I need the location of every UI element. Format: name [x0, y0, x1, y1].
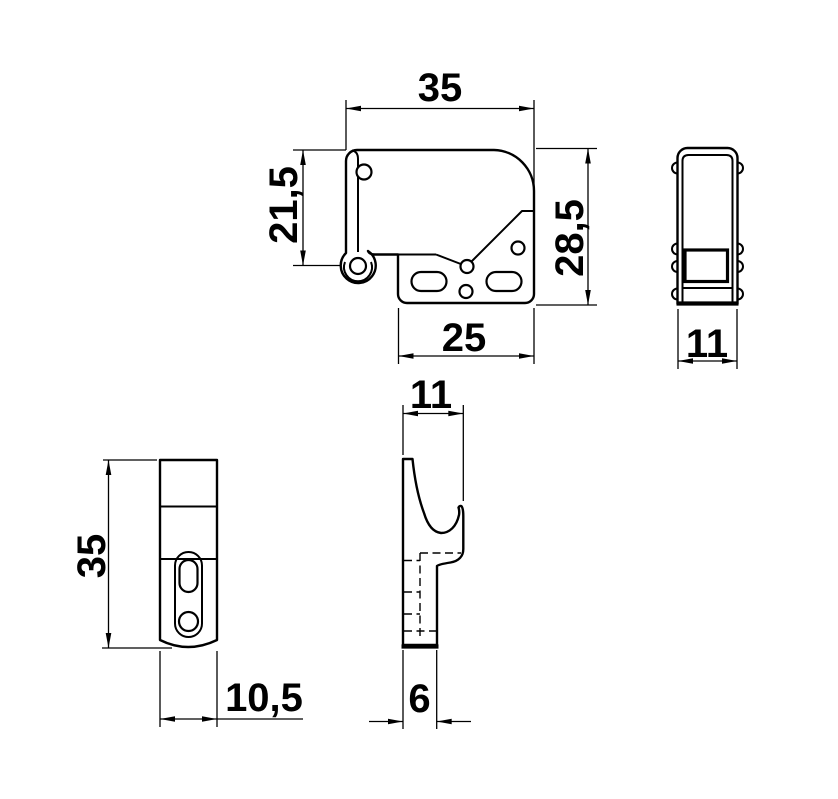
counter-plate-side-view: 11 6	[369, 373, 471, 729]
main-body-outline	[339, 148, 536, 305]
dim-label-main-width-top: 35	[418, 66, 463, 110]
emboss-outline	[174, 551, 203, 638]
side-bump	[737, 161, 744, 175]
dim-plate-side-width: 11	[402, 373, 464, 501]
upper-left-hole	[355, 163, 373, 181]
main-side-view: 35 21,5 28,5 25	[262, 66, 597, 364]
dim-label-main-height-right: 28,5	[548, 199, 592, 277]
roller-rim-arc	[343, 261, 373, 283]
side-bump	[671, 287, 678, 301]
side-bump	[671, 242, 678, 256]
dim-main-height-right: 28,5	[536, 147, 597, 306]
roller-front-face	[683, 248, 730, 284]
dim-label-plate-height: 35	[70, 534, 114, 579]
dim-main-base-width: 25	[397, 308, 535, 364]
side-bump	[671, 260, 678, 273]
plate-slot	[178, 558, 199, 594]
diagonal-edge	[466, 210, 534, 267]
left-mounting-slot	[410, 270, 448, 293]
dim-label-main-base-width: 25	[442, 316, 487, 360]
roller-axle-hole	[348, 256, 368, 276]
bottom-screw-hole	[458, 283, 474, 300]
dim-label-plate-width: 10,5	[225, 676, 303, 720]
dim-main-height-left: 21,5	[262, 149, 346, 267]
main-inner-wall-line	[351, 149, 359, 252]
dim-label-main-height-left: 21,5	[262, 166, 306, 244]
dim-plate-width: 10,5	[159, 651, 303, 727]
right-mounting-slot	[485, 270, 523, 293]
side-bump	[737, 242, 744, 256]
plate-screw-hole	[177, 610, 200, 633]
dim-plate-side-thickness: 6	[369, 650, 471, 729]
counter-plate-front-view: 35 10,5	[70, 458, 303, 727]
v-notch-pivot-hole	[459, 258, 475, 275]
dim-label-end-view-width: 11	[686, 322, 728, 366]
dim-end-view-width: 11	[677, 309, 738, 369]
upper-right-screw-hole	[510, 240, 526, 256]
side-bump	[671, 161, 678, 175]
dim-main-width-top: 35	[345, 66, 535, 188]
end-view: 11	[671, 146, 744, 369]
side-bump	[737, 287, 744, 301]
end-view-inner-shell-line	[681, 154, 734, 304]
side-bump	[737, 260, 744, 273]
plate-side-outline	[401, 457, 465, 647]
dim-plate-height: 35	[70, 459, 172, 649]
dim-label-plate-side-width: 11	[410, 373, 452, 417]
dim-label-plate-side-thickness: 6	[408, 677, 430, 721]
